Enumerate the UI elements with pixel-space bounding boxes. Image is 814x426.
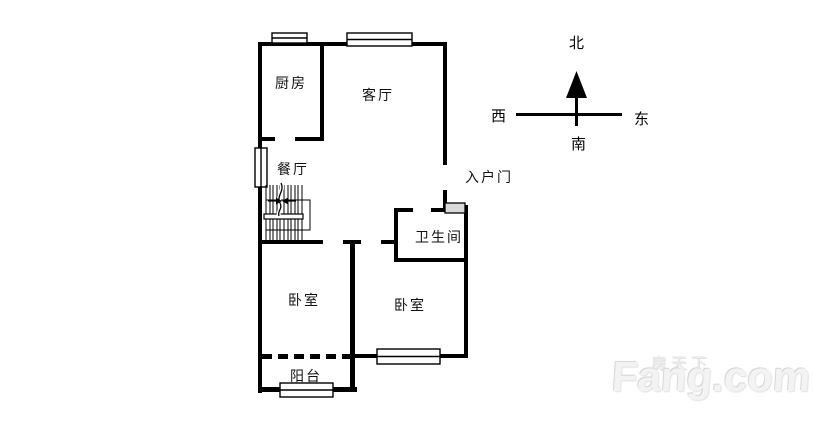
compass-label-south: 南 [571,136,587,153]
room-label-bathroom: 卫生间 [415,229,463,245]
room-label-kitchen: 厨房 [275,75,307,91]
wall-kitchen-bottom-left [258,137,275,141]
wall-bath-top-left [394,208,413,212]
room-label-bedroom-right: 卧室 [394,297,426,313]
compass-label-north: 北 [569,35,585,52]
room-label-balcony: 阳台 [290,368,322,384]
compass-arrowhead [566,71,587,98]
wall-left-exterior [258,42,262,393]
window-living-top [346,32,413,47]
stair-treads [265,185,303,240]
window-kitchen-top [271,32,308,44]
wall-bedroom-divider [350,240,355,392]
wall-bath-left [394,208,398,262]
wall-living-right-stub [443,190,447,210]
room-label-dining-room: 餐厅 [277,161,309,177]
window-dining-left [254,147,268,188]
wall-bath-bottom [394,258,468,262]
window-balcony-bottom [279,382,334,398]
north-arrow-icon [516,71,622,126]
window-bedroom-right-bottom [376,348,441,365]
wall-bath-top-right [431,208,447,212]
compass-label-east: 东 [634,111,650,128]
room-label-entry-door: 入户门 [465,169,513,185]
windows [254,32,441,398]
wall-kitchen-bottom-right [295,137,324,141]
compass-vertical-line [575,94,578,126]
compass-horizontal-line [516,113,622,116]
stair-break-line [277,182,283,217]
stair-direction-arrows [268,197,296,205]
stair-landing-bar [263,213,304,220]
wall-right-exterior [464,205,468,358]
entry-door-leaf [444,202,466,214]
compass-label-west: 西 [491,108,507,125]
wall-hall-right [381,240,398,244]
watermark-brand-chinese: 房天下 [651,355,712,372]
room-label-bedroom-left: 卧室 [288,292,320,308]
wall-hall-left [258,240,323,244]
room-label-living-room: 客厅 [362,87,394,103]
staircase-icon [263,182,311,240]
wall-kitchen-right [320,42,324,141]
wall-living-right-upper [443,42,447,165]
watermark-brand-logo: Fang.com [610,353,813,400]
